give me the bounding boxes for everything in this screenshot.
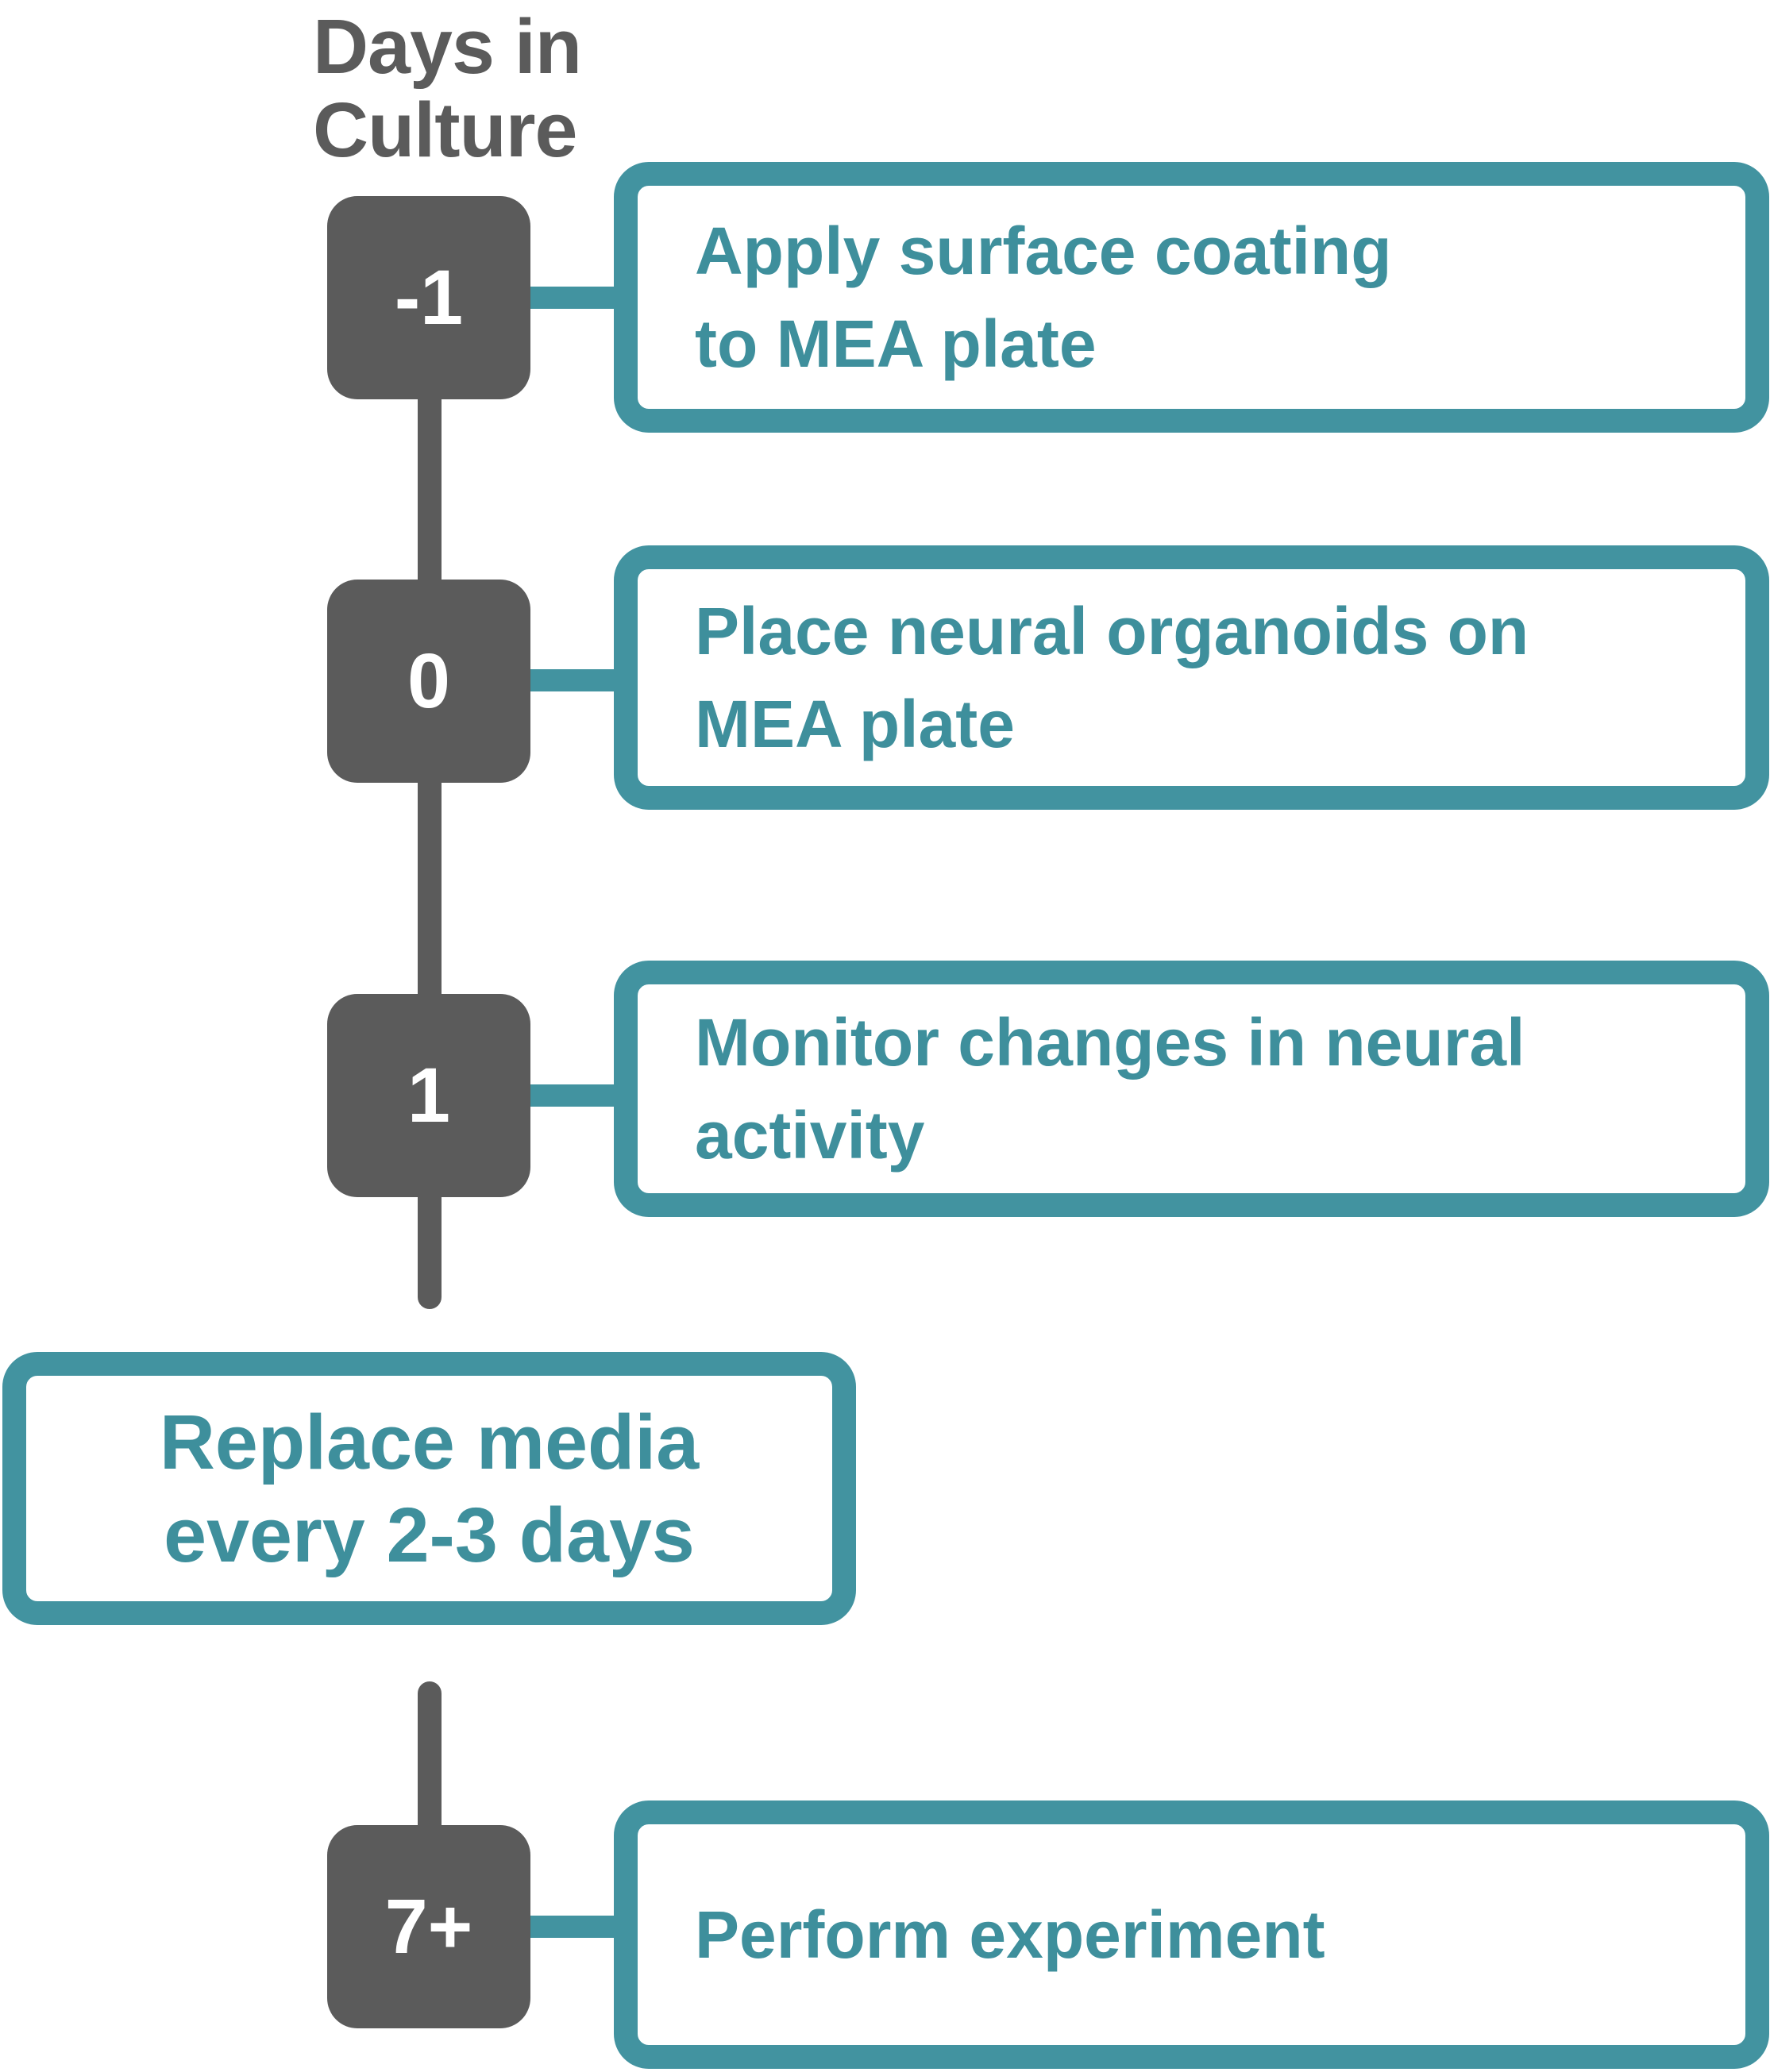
note-box-label: Replace media every 2-3 days [159, 1399, 700, 1578]
connector-day-0 [516, 669, 616, 691]
node-day-label: 7+ [384, 1883, 473, 1970]
step-box-label: Place neural organoids on MEA plate [695, 593, 1529, 761]
step-box-monitor-neural-activity: Monitor changes in neural activity [614, 961, 1769, 1217]
timeline-node-day-minus-1: -1 [327, 196, 530, 399]
connector-day-7-plus [516, 1916, 616, 1938]
note-box-replace-media: Replace media every 2-3 days [2, 1352, 856, 1625]
step-box-place-neural-organoids: Place neural organoids on MEA plate [614, 545, 1769, 810]
node-day-label: 0 [407, 637, 450, 724]
node-day-label: 1 [407, 1052, 450, 1138]
step-box-apply-surface-coating: Apply surface coating to MEA plate [614, 162, 1769, 433]
page-title: Days in Culture [313, 3, 582, 173]
timeline-node-day-1: 1 [327, 994, 530, 1197]
connector-day-minus-1 [516, 287, 616, 309]
step-box-perform-experiment: Perform experiment [614, 1800, 1769, 2069]
timeline-node-day-7-plus: 7+ [327, 1825, 530, 2028]
connector-day-1 [516, 1084, 616, 1107]
step-box-label: Perform experiment [695, 1897, 1325, 1972]
step-box-label: Monitor changes in neural activity [695, 1004, 1525, 1173]
timeline-node-day-0: 0 [327, 580, 530, 783]
node-day-label: -1 [394, 254, 464, 341]
step-box-label: Apply surface coating to MEA plate [695, 213, 1392, 381]
